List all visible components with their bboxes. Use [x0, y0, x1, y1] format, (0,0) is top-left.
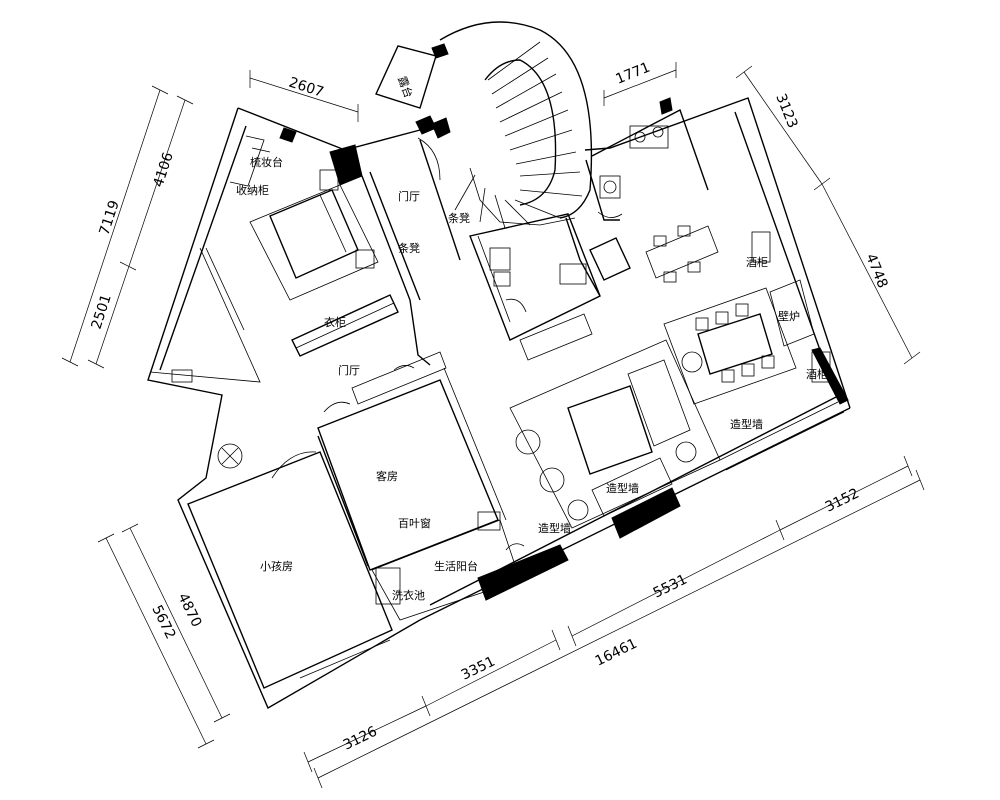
label-laundry-sink: 洗衣池 [392, 588, 425, 602]
living-room [509, 339, 845, 529]
room-labels: 梳妆台 收纳柜 门厅 条凳 条凳 衣柜 门厅 客房 百叶窗 小孩房 生活阳台 洗… [236, 155, 828, 602]
label-feature-wall-center: 造型墙 [606, 481, 639, 495]
label-wardrobe: 衣柜 [324, 315, 346, 329]
dim-4870: 4870 [174, 591, 204, 630]
label-dresser: 梳妆台 [250, 155, 283, 169]
label-fireplace: 壁炉 [778, 309, 800, 323]
label-feature-wall-right: 造型墙 [730, 417, 763, 431]
service-room [469, 213, 601, 361]
label-wine-cabinet-bottom: 酒柜 [806, 368, 828, 381]
dim-2501: 2501 [89, 292, 115, 331]
label-bench-left: 条凳 [398, 241, 420, 255]
kids-room [187, 451, 393, 689]
columns [279, 43, 849, 601]
dim-3123: 3123 [772, 92, 800, 131]
label-entrance-hall-top: 门厅 [398, 189, 420, 203]
dim-3126: 3126 [341, 724, 380, 754]
dim-4106: 4106 [151, 150, 177, 189]
dim-5672: 5672 [148, 603, 178, 642]
dim-1771: 1771 [614, 60, 653, 88]
label-bench-top: 条凳 [448, 211, 470, 225]
dimension-lines [61, 62, 925, 789]
dim-16461: 16461 [593, 636, 640, 670]
dining-area [663, 231, 831, 405]
label-storage-cabinet: 收纳柜 [236, 183, 269, 197]
corridor [217, 137, 461, 479]
dim-2607: 2607 [287, 75, 326, 101]
utility-balcony [371, 519, 525, 621]
balcony-box-label: 露台 [395, 74, 416, 99]
label-feature-wall-left: 造型墙 [538, 521, 571, 535]
kitchen [565, 109, 719, 297]
guest-room [317, 367, 507, 571]
dim-7119: 7119 [97, 198, 123, 237]
label-blinds: 百叶窗 [398, 516, 431, 530]
label-kids-room: 小孩房 [260, 560, 293, 573]
label-guest-room: 客房 [376, 469, 398, 483]
balcony-box: 露台 [375, 45, 437, 109]
label-wine-cabinet-top: 酒柜 [746, 256, 768, 269]
label-entrance-hall-mid: 门厅 [338, 363, 360, 377]
label-utility-balcony: 生活阳台 [434, 559, 478, 573]
staircase [439, 21, 593, 229]
master-bedroom [149, 135, 399, 383]
dim-4748: 4748 [862, 252, 890, 291]
dim-3152: 3152 [823, 486, 862, 516]
